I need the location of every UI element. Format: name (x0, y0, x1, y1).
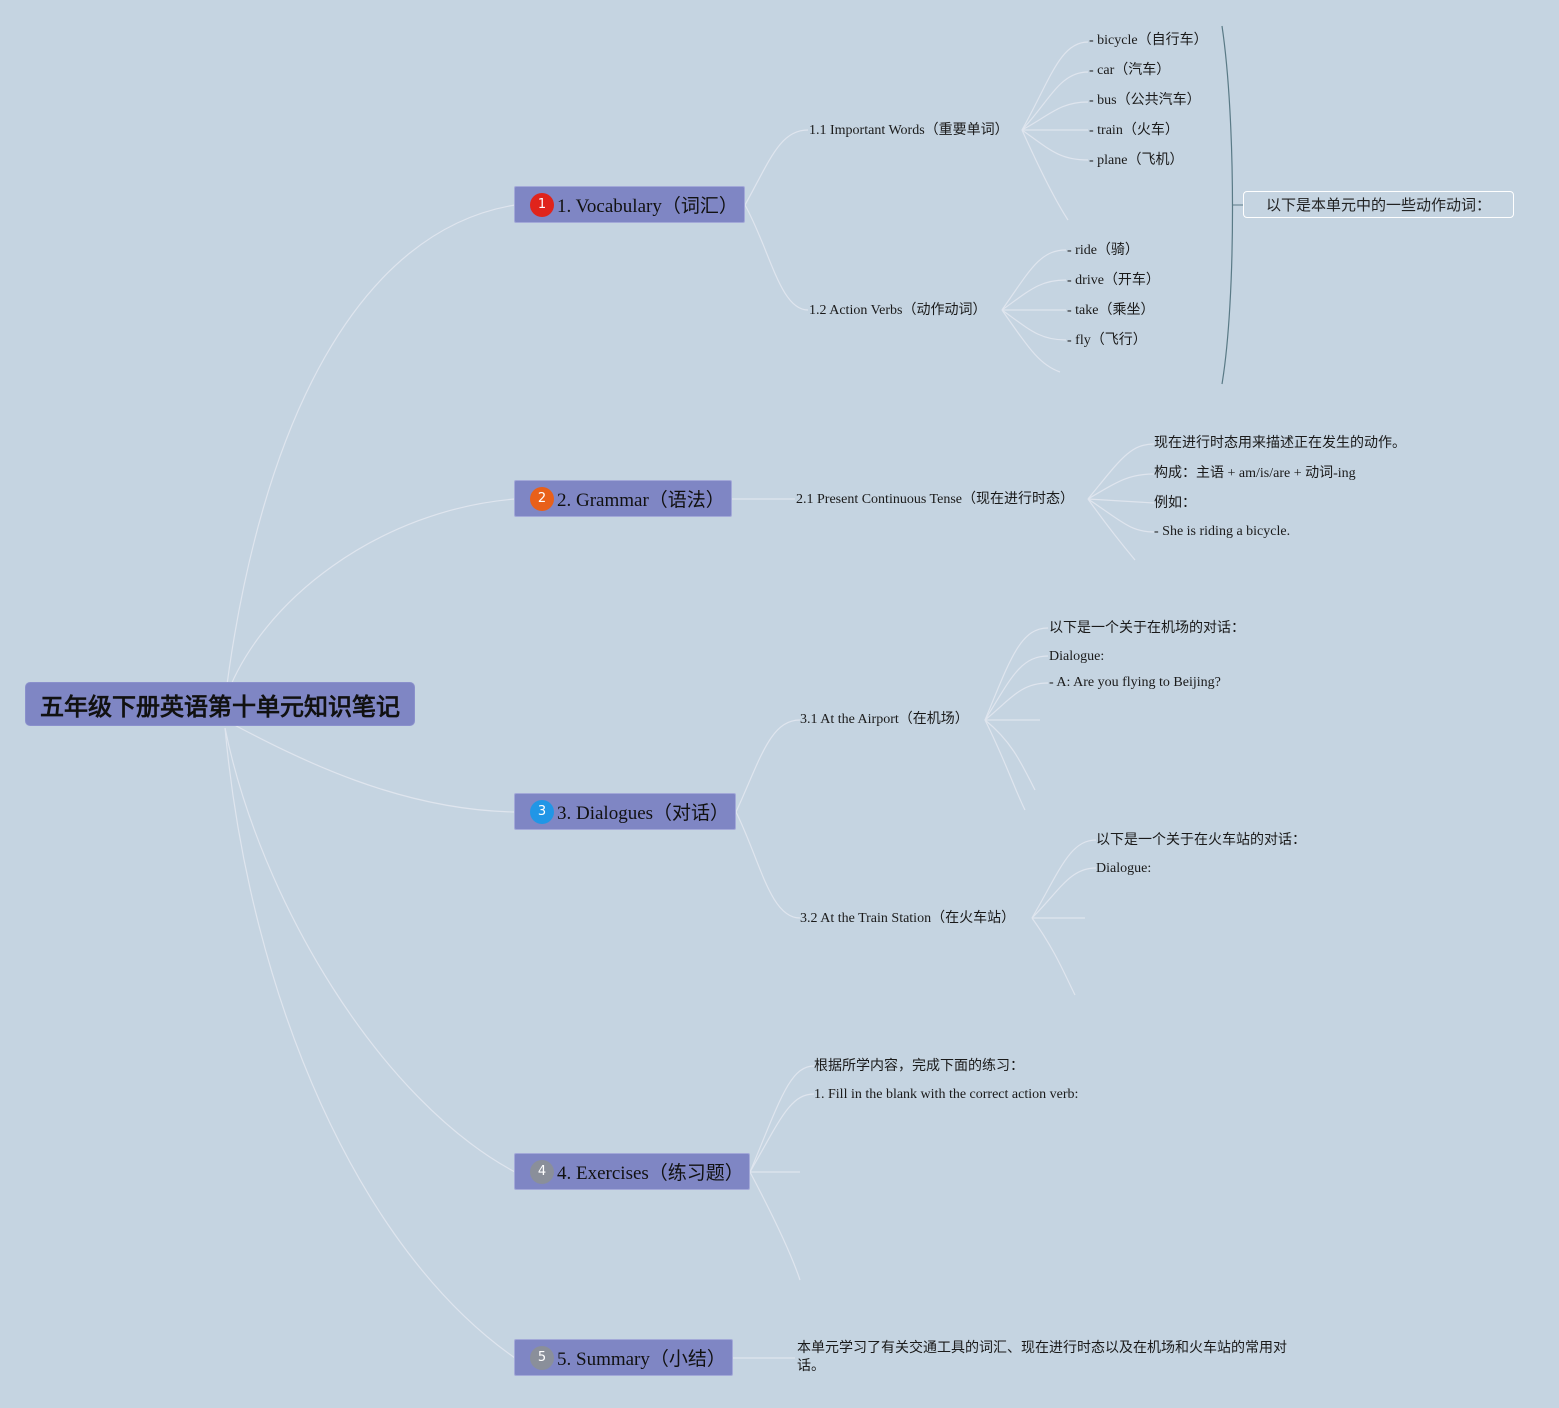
word-item[interactable]: - plane（飞机） (1089, 153, 1184, 168)
word-item[interactable]: - bicycle（自行车） (1089, 33, 1208, 48)
callout-note[interactable]: 以下是本单元中的一些动作动词： (1243, 191, 1514, 218)
topic-action-verbs[interactable]: 1.2 Action Verbs（动作动词） (809, 303, 987, 318)
grammar-item[interactable]: 现在进行时态用来描述正在发生的动作。 (1154, 436, 1406, 451)
grammar-item[interactable]: 构成：主语 + am/is/are + 动词-ing (1154, 466, 1356, 481)
verb-item[interactable]: - ride（骑） (1067, 243, 1139, 258)
dialogue-item[interactable]: Dialogue: (1096, 861, 1152, 876)
priority-1-icon: 1 (530, 192, 554, 217)
word-item[interactable]: - train（火车） (1089, 123, 1179, 138)
priority-3-icon: 3 (530, 799, 554, 824)
branch-dialogues[interactable]: 3 3. Dialogues（对话） (514, 793, 736, 830)
dialogue-item[interactable]: Dialogue: (1049, 649, 1105, 664)
branch-label: 5. Summary（小结） (557, 1349, 726, 1370)
topic-airport[interactable]: 3.1 At the Airport（在机场） (800, 712, 969, 727)
verb-item[interactable]: - take（乘坐） (1067, 303, 1155, 318)
priority-2-icon: 2 (530, 486, 554, 511)
callout-text: 以下是本单元中的一些动作动词： (1265, 196, 1491, 214)
grammar-item[interactable]: 例如： (1154, 496, 1196, 511)
branch-label: 4. Exercises（练习题） (557, 1163, 744, 1184)
dialogue-item[interactable]: 以下是一个关于在火车站的对话： (1096, 833, 1306, 848)
exercise-item[interactable]: 1. Fill in the blank with the correct ac… (814, 1087, 1079, 1102)
root-node[interactable]: 五年级下册英语第十单元知识笔记 (25, 682, 415, 726)
branch-exercises[interactable]: 4 4. Exercises（练习题） (514, 1153, 750, 1190)
dialogue-item[interactable]: - A: Are you flying to Beijing? (1049, 675, 1221, 690)
verb-item[interactable]: - fly（飞行） (1067, 333, 1147, 348)
grammar-item[interactable]: - She is riding a bicycle. (1154, 524, 1291, 539)
summary-text[interactable]: 本单元学习了有关交通工具的词汇、现在进行时态以及在机场和火车站的常用对话。 (797, 1341, 1287, 1374)
priority-4-icon: 4 (530, 1159, 554, 1184)
priority-5-icon: 5 (530, 1345, 554, 1370)
dialogue-item[interactable]: 以下是一个关于在机场的对话： (1049, 621, 1245, 636)
branch-summary[interactable]: 5 5. Summary（小结） (514, 1339, 733, 1376)
branch-label: 3. Dialogues（对话） (557, 803, 730, 824)
topic-present-continuous[interactable]: 2.1 Present Continuous Tense（现在进行时态） (796, 492, 1074, 507)
verb-item[interactable]: - drive（开车） (1067, 273, 1160, 288)
exercise-item[interactable]: 根据所学内容，完成下面的练习： (814, 1059, 1024, 1074)
branch-grammar[interactable]: 2 2. Grammar（语法） (514, 480, 732, 517)
topic-train-station[interactable]: 3.2 At the Train Station（在火车站） (800, 911, 1016, 926)
root-title: 五年级下册英语第十单元知识笔记 (40, 692, 400, 721)
word-item[interactable]: - car（汽车） (1089, 63, 1171, 78)
branch-vocabulary[interactable]: 1 1. Vocabulary（词汇） (514, 186, 745, 223)
topic-important-words[interactable]: 1.1 Important Words（重要单词） (809, 123, 1009, 138)
branch-label: 1. Vocabulary（词汇） (557, 196, 738, 217)
word-item[interactable]: - bus（公共汽车） (1089, 93, 1201, 108)
branch-label: 2. Grammar（语法） (557, 490, 725, 511)
